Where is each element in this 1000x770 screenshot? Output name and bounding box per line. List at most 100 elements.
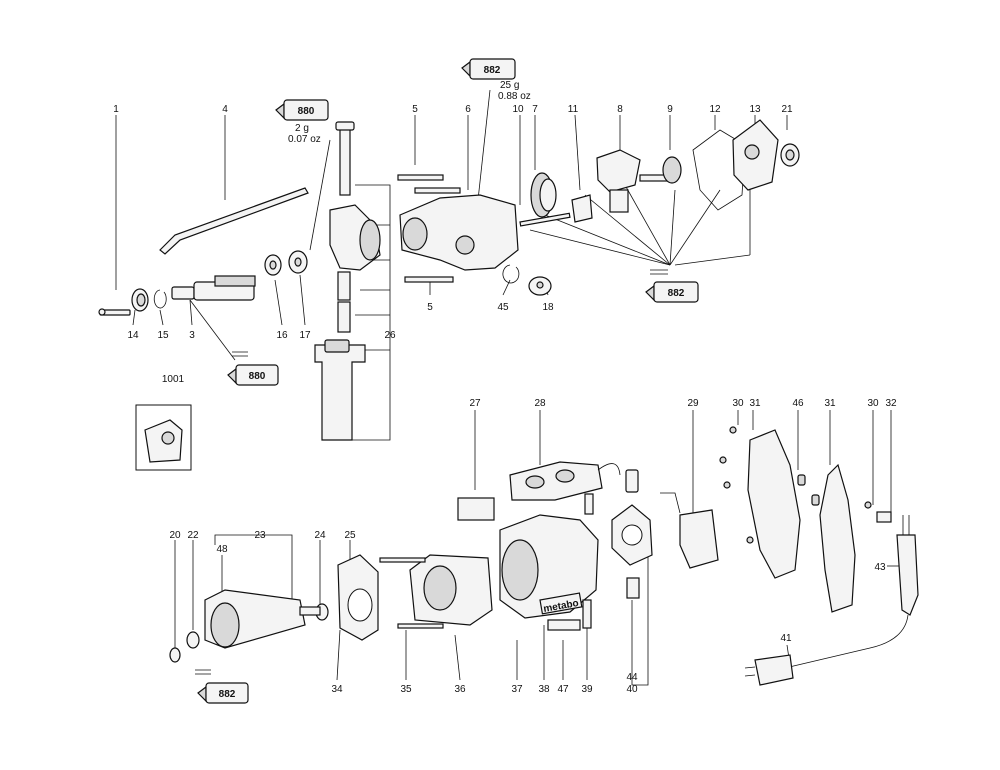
- part-46-pins: [797, 474, 820, 506]
- callout-24: 24: [314, 530, 326, 541]
- callout-8: 8: [617, 104, 623, 115]
- callout-9: 9: [667, 104, 673, 115]
- part-44-brush: [626, 577, 640, 599]
- part-6-gear-housing: [399, 194, 519, 271]
- callout-27: 27: [469, 398, 481, 409]
- callout-47: 47: [557, 684, 569, 695]
- callout-labels: 1 4 5 6 10 7 11 8 9 12 13 21 14 15 3 16 …: [113, 104, 897, 695]
- callout-12: 12: [709, 104, 721, 115]
- part-9-gear-shaft: [639, 156, 682, 184]
- note-088oz: 0.88 oz: [498, 91, 531, 102]
- callout-6: 6: [465, 104, 471, 115]
- callout-40: 40: [626, 684, 638, 695]
- callout-43: 43: [874, 562, 886, 573]
- inset-1001-box: [135, 404, 192, 471]
- callout-30b: 30: [867, 398, 879, 409]
- tube-label: 882: [219, 689, 236, 700]
- callout-16: 16: [276, 330, 288, 341]
- part-5-screw-top: [397, 174, 461, 194]
- grease-tube-882-top: 882: [461, 58, 516, 80]
- part-7-gear: [530, 172, 557, 218]
- callout-36: 36: [454, 684, 466, 695]
- part-39-strip: [582, 599, 592, 629]
- part-26-collar-assembly: [314, 121, 381, 441]
- callout-29: 29: [687, 398, 699, 409]
- callout-35: 35: [400, 684, 412, 695]
- callout-4: 4: [222, 104, 228, 115]
- part-36-stator: [409, 554, 493, 626]
- part-40-ring: [611, 504, 653, 566]
- callout-34: 34: [331, 684, 343, 695]
- callout-37: 37: [511, 684, 523, 695]
- callout-1: 1: [113, 104, 119, 115]
- callout-31b: 31: [824, 398, 836, 409]
- tube-label: 880: [249, 371, 266, 382]
- tube-label: 880: [298, 106, 315, 117]
- part-35-screws: [379, 557, 444, 629]
- part-37-motor-housing: [499, 514, 599, 619]
- note-2g: 2 g: [295, 123, 309, 134]
- note-007oz: 0.07 oz: [288, 134, 321, 145]
- part-8-switch-block: [596, 149, 641, 213]
- callout-26: 26: [384, 330, 396, 341]
- callout-17: 17: [299, 330, 311, 341]
- part-3-spindle: [171, 275, 256, 301]
- part-1-screw: [98, 308, 131, 316]
- part-14-washer: [131, 288, 149, 312]
- part-4-rod: [159, 187, 309, 255]
- part-31-handle-right: [819, 463, 856, 613]
- grease-tube-882-right: 882: [645, 269, 699, 303]
- callout-44: 44: [626, 672, 638, 683]
- part-spring-small: [584, 493, 594, 515]
- part-12-gasket: [692, 129, 746, 211]
- grease-tube-882-bottom: 882: [195, 669, 249, 704]
- part-22-bearing: [186, 631, 200, 649]
- part-18-cap: [528, 276, 552, 296]
- callout-1001: 1001: [162, 374, 185, 385]
- part-13-cover: [732, 119, 779, 191]
- part-41-plug-cord: [744, 614, 909, 686]
- part-20-bushing: [169, 647, 181, 663]
- callout-11: 11: [568, 104, 579, 115]
- part-38-brand-plate: metabo: [539, 592, 583, 615]
- part-21-nut: [780, 143, 800, 167]
- callout-21: 21: [781, 104, 793, 115]
- callout-20: 20: [169, 530, 181, 541]
- callout-7: 7: [532, 104, 538, 115]
- grease-tube-880-top: 880: [275, 99, 329, 121]
- part-45-circlip: [502, 264, 520, 284]
- part-31-handle-left: [747, 429, 801, 579]
- leader-lines: [115, 89, 900, 686]
- part-47-rating-plate: [547, 619, 581, 631]
- callout-23: 23: [254, 530, 266, 541]
- part-10-pin: [519, 212, 571, 227]
- callout-13: 13: [749, 104, 761, 115]
- callout-15: 15: [157, 330, 169, 341]
- part-11-bracket: [571, 194, 593, 223]
- part-28-switch-cover: [509, 461, 621, 501]
- callout-5b: 5: [427, 302, 433, 313]
- callout-3: 3: [189, 330, 195, 341]
- tube-label: 882: [668, 288, 685, 299]
- callout-5: 5: [412, 104, 418, 115]
- callout-22: 22: [187, 530, 199, 541]
- part-32-clamp: [864, 501, 892, 523]
- note-25g: 25 g: [500, 80, 519, 91]
- part-29-switch: [660, 492, 719, 569]
- callout-10: 10: [512, 104, 524, 115]
- callout-18: 18: [542, 302, 554, 313]
- callout-41: 41: [780, 633, 792, 644]
- part-43-cable-sleeve: [896, 515, 919, 616]
- grease-tube-880-bottom: 880: [227, 351, 279, 386]
- tube-label: 882: [484, 65, 501, 76]
- callout-38: 38: [538, 684, 550, 695]
- callout-46: 46: [792, 398, 804, 409]
- callout-31: 31: [749, 398, 761, 409]
- part-30-screws: [719, 426, 754, 544]
- callout-39: 39: [581, 684, 593, 695]
- callout-30: 30: [732, 398, 744, 409]
- callout-45: 45: [497, 302, 509, 313]
- part-15-circlip: [153, 289, 167, 309]
- part-5-screw-bottom: [404, 276, 454, 283]
